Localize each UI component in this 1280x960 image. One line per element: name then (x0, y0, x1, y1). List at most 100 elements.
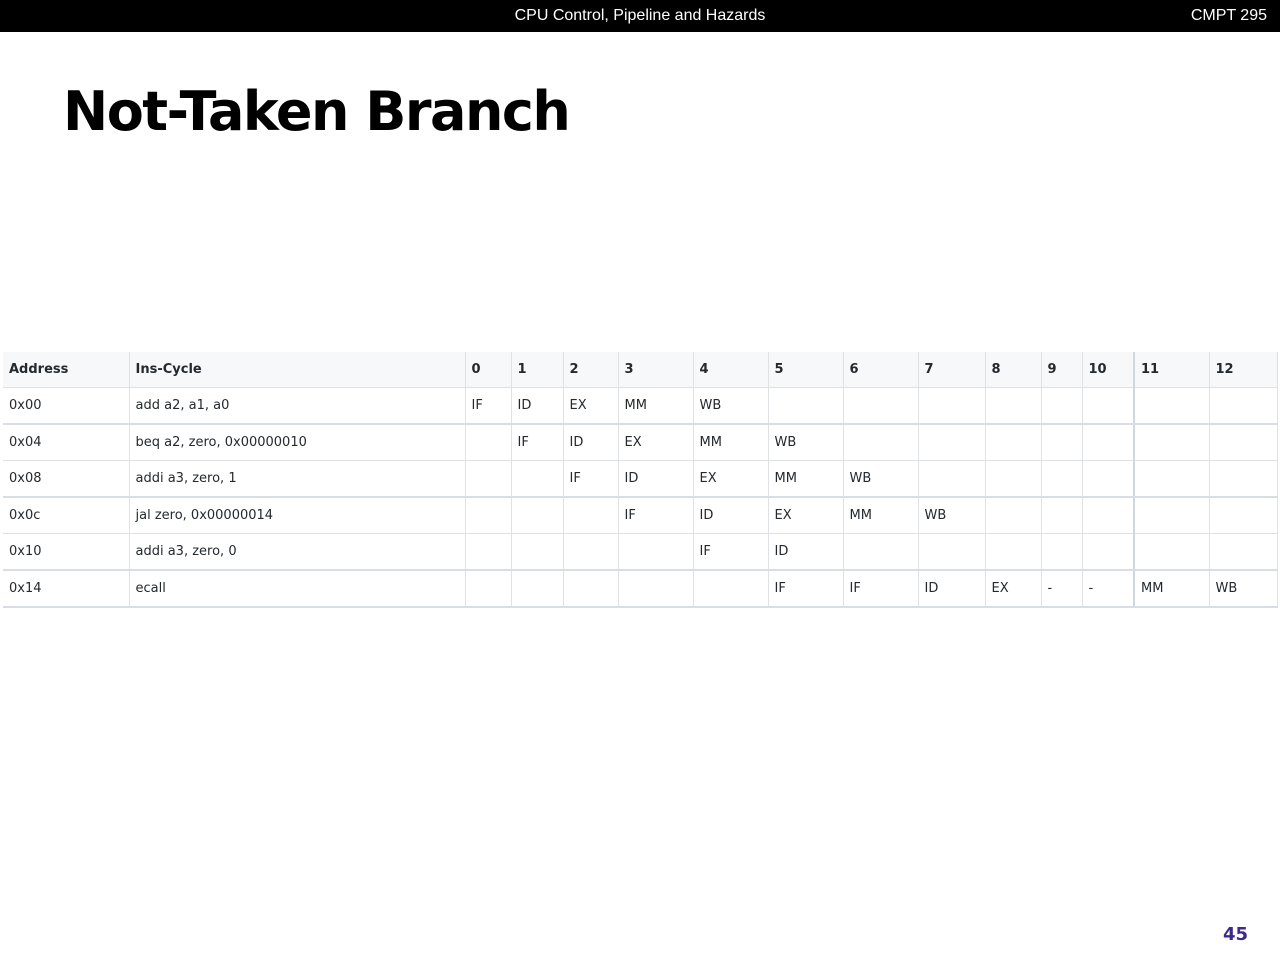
stage-cell (1041, 497, 1083, 534)
stage-cell: MM (768, 460, 844, 498)
stage-cell (768, 387, 844, 425)
stage-cell: IF (843, 570, 919, 608)
stage-cell (1133, 533, 1210, 571)
col-header-address: Address (3, 352, 130, 388)
table-row: 0x08 addi a3, zero, 1 IF ID EX MM WB (3, 460, 1278, 498)
col-header-cycle-1: 1 (511, 352, 564, 388)
col-header-ins-cycle: Ins-Cycle (129, 352, 466, 388)
instruction-cell: addi a3, zero, 0 (129, 533, 466, 571)
stage-cell: IF (563, 460, 619, 498)
col-header-cycle-8: 8 (985, 352, 1042, 388)
stage-cell (985, 497, 1042, 534)
col-header-cycle-7: 7 (918, 352, 986, 388)
stage-cell (1041, 424, 1083, 461)
address-cell: 0x08 (3, 460, 130, 498)
stage-cell (465, 570, 512, 608)
stage-cell (1209, 387, 1278, 425)
stage-cell: WB (843, 460, 919, 498)
col-header-cycle-9: 9 (1041, 352, 1083, 388)
table-row: 0x00 add a2, a1, a0 IF ID EX MM WB (3, 387, 1278, 425)
col-header-cycle-12: 12 (1209, 352, 1278, 388)
stage-cell: EX (693, 460, 769, 498)
address-cell: 0x0c (3, 497, 130, 534)
stage-cell: ID (563, 424, 619, 461)
stage-cell (985, 460, 1042, 498)
col-header-cycle-4: 4 (693, 352, 769, 388)
stage-cell: ID (918, 570, 986, 608)
stage-cell: - (1041, 570, 1083, 608)
col-header-cycle-5: 5 (768, 352, 844, 388)
stage-cell (1041, 533, 1083, 571)
stage-cell (1041, 387, 1083, 425)
stage-cell (1209, 460, 1278, 498)
stage-cell (843, 533, 919, 571)
stage-cell (618, 533, 694, 571)
col-header-cycle-2: 2 (563, 352, 619, 388)
course-code: CMPT 295 (1190, 7, 1267, 24)
stage-cell (843, 387, 919, 425)
stage-cell (985, 424, 1042, 461)
stage-cell: EX (563, 387, 619, 425)
instruction-cell: add a2, a1, a0 (129, 387, 466, 425)
stage-cell: ID (511, 387, 564, 425)
stage-cell: WB (918, 497, 986, 534)
slide-title: Not-Taken Branch (63, 80, 571, 143)
stage-cell (1133, 424, 1210, 461)
col-header-cycle-10: 10 (1082, 352, 1135, 388)
stage-cell: WB (1209, 570, 1278, 608)
instruction-cell: jal zero, 0x00000014 (129, 497, 466, 534)
stage-cell (918, 424, 986, 461)
stage-cell: MM (618, 387, 694, 425)
stage-cell (1133, 387, 1210, 425)
stage-cell: ID (618, 460, 694, 498)
stage-cell: EX (618, 424, 694, 461)
stage-cell (1082, 460, 1135, 498)
stage-cell (563, 497, 619, 534)
table-header-row: Address Ins-Cycle 0 1 2 3 4 5 6 7 8 9 10… (3, 352, 1278, 388)
stage-cell: EX (768, 497, 844, 534)
col-header-cycle-0: 0 (465, 352, 512, 388)
instruction-cell: ecall (129, 570, 466, 608)
stage-cell (1133, 460, 1210, 498)
table-row: 0x10 addi a3, zero, 0 IF ID (3, 533, 1278, 571)
stage-cell (1209, 424, 1278, 461)
stage-cell (465, 460, 512, 498)
address-cell: 0x04 (3, 424, 130, 461)
instruction-cell: addi a3, zero, 1 (129, 460, 466, 498)
lecture-title: CPU Control, Pipeline and Hazards (514, 7, 766, 24)
stage-cell (511, 460, 564, 498)
stage-cell (985, 533, 1042, 571)
pipeline-table: Address Ins-Cycle 0 1 2 3 4 5 6 7 8 9 10… (3, 352, 1278, 608)
table-row: 0x0c jal zero, 0x00000014 IF ID EX MM WB (3, 497, 1278, 534)
slide-header-bar: CPU Control, Pipeline and Hazards CMPT 2… (0, 0, 1280, 32)
stage-cell: WB (768, 424, 844, 461)
stage-cell (465, 533, 512, 571)
stage-cell (465, 497, 512, 534)
stage-cell: IF (618, 497, 694, 534)
stage-cell (985, 387, 1042, 425)
stage-cell (563, 533, 619, 571)
stage-cell (693, 570, 769, 608)
stage-cell (1082, 497, 1135, 534)
stage-cell (511, 533, 564, 571)
stage-cell (1209, 533, 1278, 571)
stage-cell: IF (465, 387, 512, 425)
stage-cell (918, 387, 986, 425)
stage-cell (618, 570, 694, 608)
address-cell: 0x00 (3, 387, 130, 425)
stage-cell (1082, 533, 1135, 571)
stage-cell: IF (693, 533, 769, 571)
stage-cell (1041, 460, 1083, 498)
col-header-cycle-11: 11 (1133, 352, 1210, 388)
stage-cell (918, 533, 986, 571)
stage-cell (511, 570, 564, 608)
stage-cell: ID (693, 497, 769, 534)
stage-cell: ID (768, 533, 844, 571)
table-row: 0x14 ecall IF IF ID EX - - MM WB (3, 570, 1278, 608)
stage-cell: WB (693, 387, 769, 425)
instruction-cell: beq a2, zero, 0x00000010 (129, 424, 466, 461)
col-header-cycle-6: 6 (843, 352, 919, 388)
stage-cell (511, 497, 564, 534)
stage-cell: IF (768, 570, 844, 608)
stage-cell (1082, 424, 1135, 461)
